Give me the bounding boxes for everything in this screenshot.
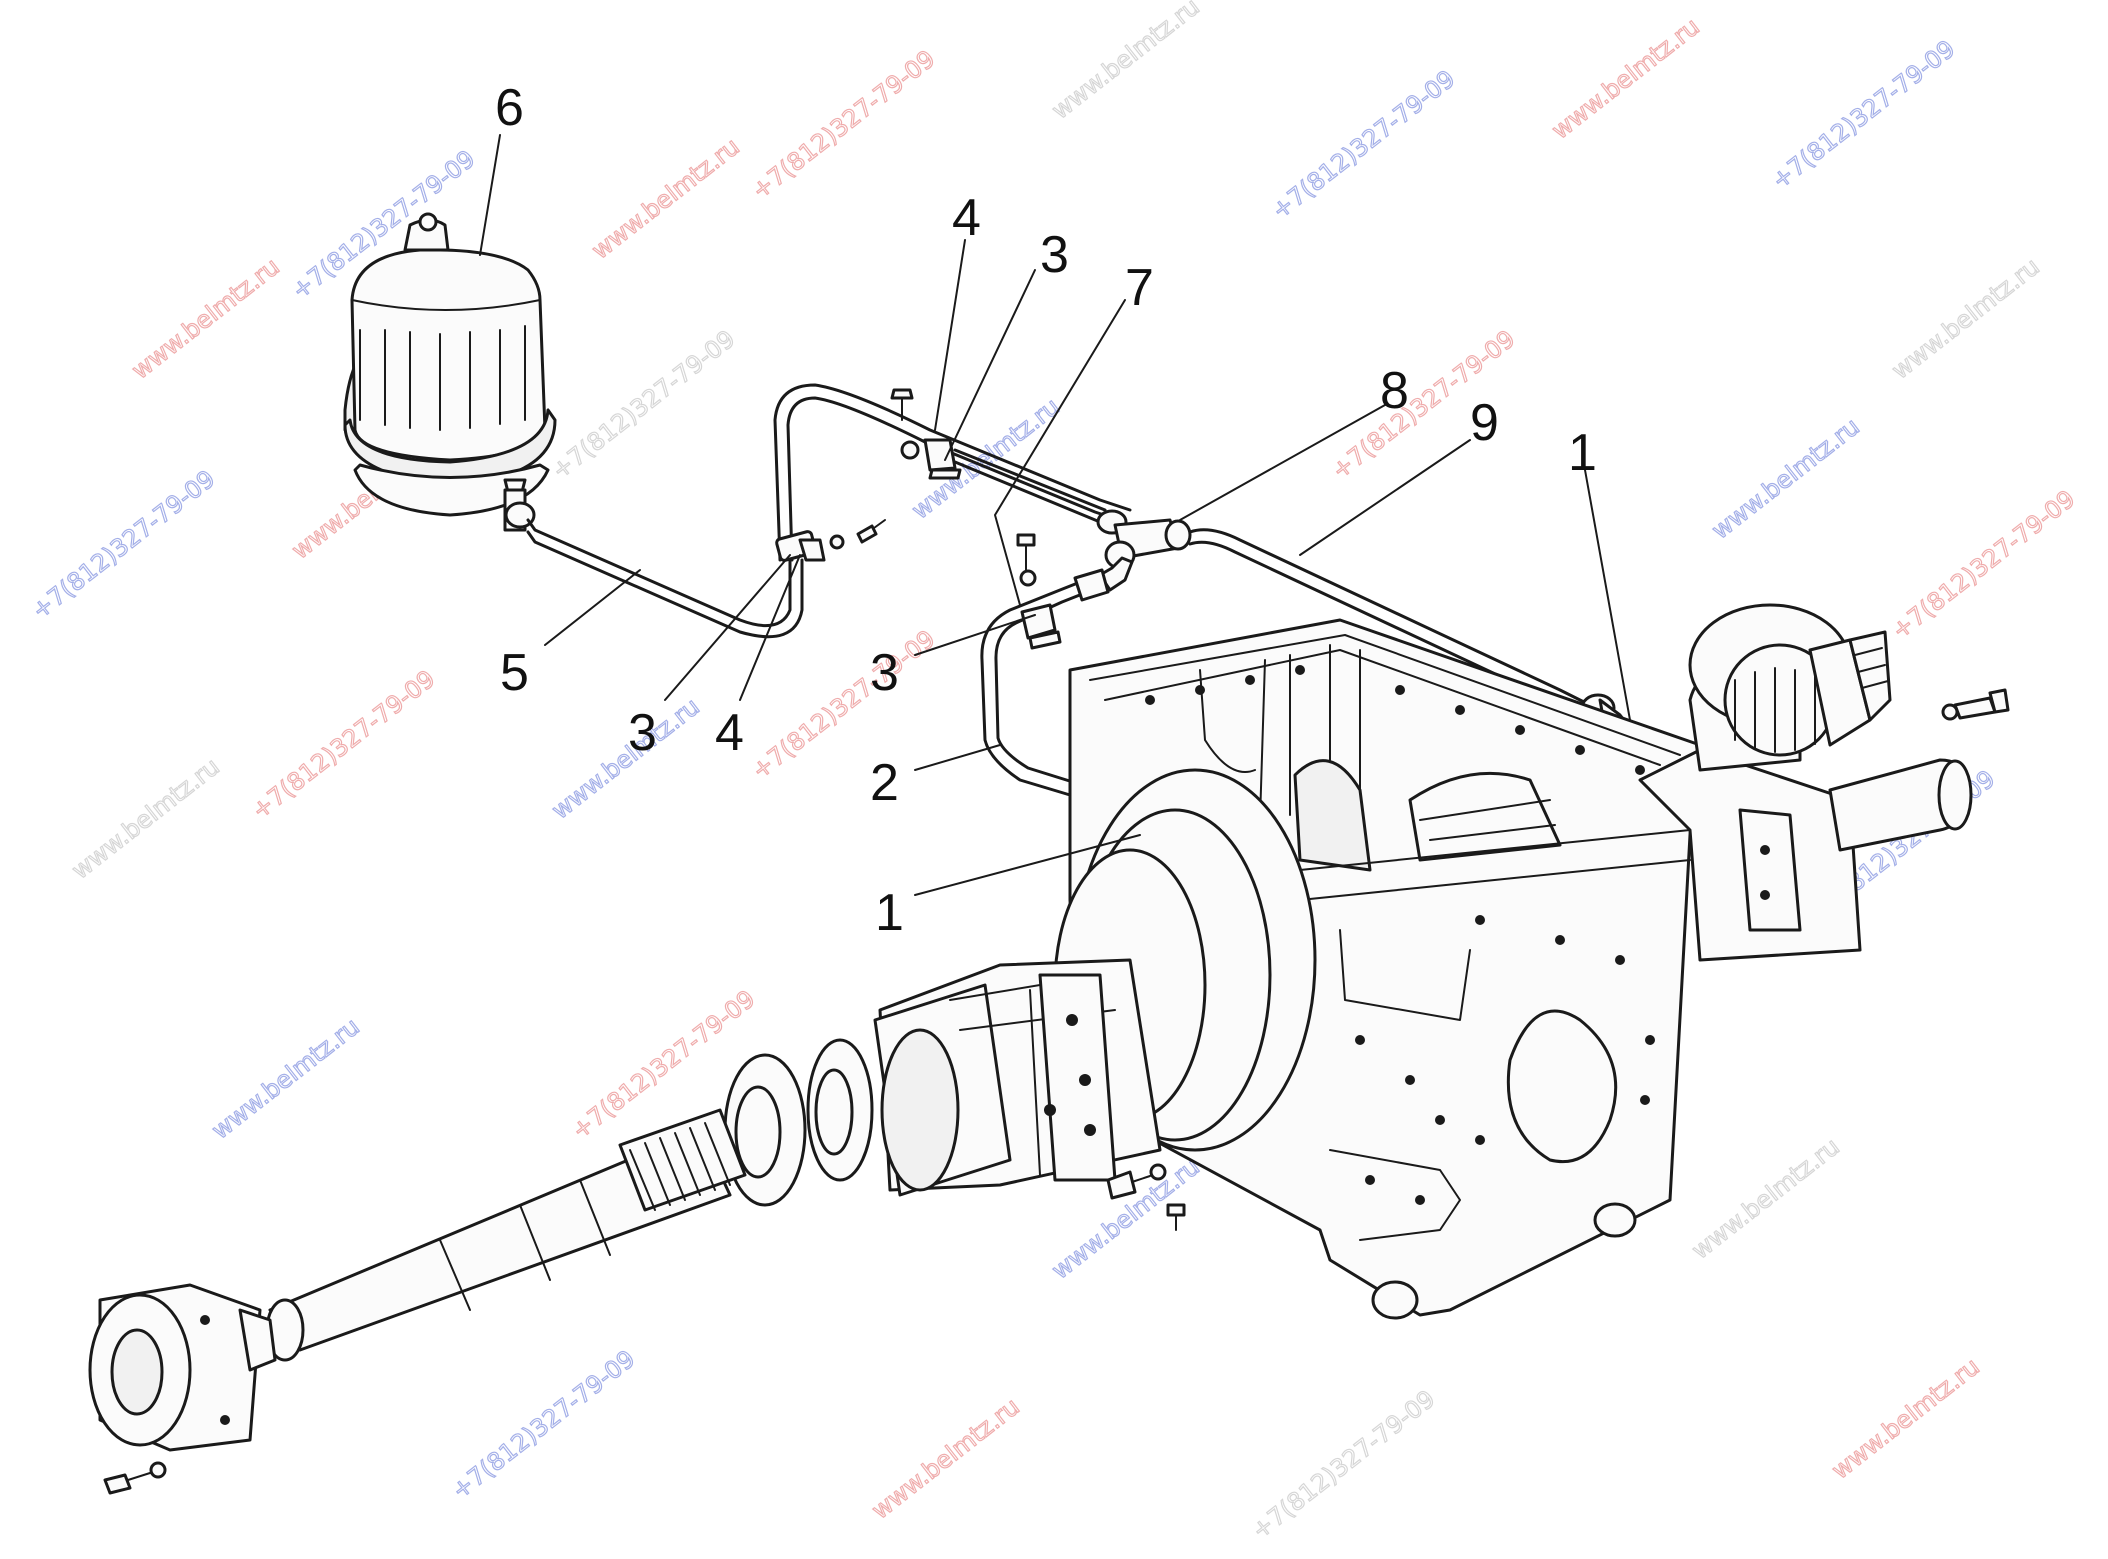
callout-3b: 3 xyxy=(628,704,657,762)
callout-3c: 3 xyxy=(870,644,899,702)
upper-clamp xyxy=(890,388,962,480)
housing-holes xyxy=(1145,665,1655,1205)
leader-lines xyxy=(479,134,1631,896)
front-clutch-assembly xyxy=(873,768,1317,1197)
leader-1a xyxy=(1584,469,1631,721)
leader-5 xyxy=(544,569,641,646)
watermark-site: www.belmtz.ru xyxy=(1686,1132,1844,1264)
front-bolt xyxy=(1106,1163,1186,1231)
leader-8 xyxy=(1179,404,1386,521)
leader-9 xyxy=(1299,439,1471,556)
leader-2 xyxy=(914,744,1001,771)
watermark-site: www.belmtz.ru xyxy=(586,132,744,264)
callout-1a: 1 xyxy=(1568,424,1597,482)
watermark-phone: +7(812)327-79-09 xyxy=(1246,1385,1440,1545)
input-shaft xyxy=(265,1108,747,1362)
watermark-site: www.belmtz.ru xyxy=(1886,252,2044,384)
callout-9: 9 xyxy=(1470,394,1499,452)
leader-6 xyxy=(479,134,501,256)
watermark-site: www.belmtz.ru xyxy=(546,692,704,824)
callout-2: 2 xyxy=(870,754,899,812)
callout-4a: 4 xyxy=(952,189,981,247)
callout-5: 5 xyxy=(500,644,529,702)
rear-pto-unit xyxy=(1638,603,2010,962)
bolt-small-middle xyxy=(1016,533,1037,587)
leader-3a xyxy=(944,269,1036,461)
watermark-phone: +7(812)327-79-09 xyxy=(26,465,220,625)
callout-8: 8 xyxy=(1380,362,1409,420)
watermark-phone: +7(812)327-79-09 xyxy=(446,1345,640,1505)
callout-1b: 1 xyxy=(875,884,904,942)
pipe-5 xyxy=(526,518,804,639)
leader-4a xyxy=(934,239,966,431)
watermark-phone: +7(812)327-79-09 xyxy=(1766,35,1960,195)
watermark-site: www.belmtz.ru xyxy=(66,752,224,884)
callout-4b: 4 xyxy=(715,704,744,762)
centrifugal-filter xyxy=(343,212,557,532)
watermark-site: www.belmtz.ru xyxy=(206,1012,364,1144)
callout-7: 7 xyxy=(1125,259,1154,317)
leader-1b xyxy=(914,834,1141,896)
callout-6: 6 xyxy=(495,79,524,137)
leader-4b xyxy=(739,554,801,701)
watermark-phone: +7(812)327-79-09 xyxy=(746,45,940,205)
callout-3a: 3 xyxy=(1040,226,1069,284)
watermark-site: www.belmtz.ru xyxy=(126,252,284,384)
tee-fitting-8 xyxy=(1098,518,1192,592)
watermark-site: www.belmtz.ru xyxy=(1546,12,1704,144)
leader-3c xyxy=(914,614,1036,656)
leader-3b xyxy=(664,554,791,701)
watermark-phone: +7(812)327-79-09 xyxy=(246,665,440,825)
watermark-site: www.belmtz.ru xyxy=(866,1392,1024,1524)
watermark-site: www.belmtz.ru xyxy=(1826,1352,1984,1484)
front-cover xyxy=(88,1283,277,1495)
watermark-phone: +7(812)327-79-09 xyxy=(746,625,940,785)
watermark-phone: +7(812)327-79-09 xyxy=(1266,65,1460,225)
pipe-upper-loop xyxy=(773,383,1132,562)
watermark-site: www.belmtz.ru xyxy=(1706,412,1864,544)
callout-labels: 6 4 3 7 8 9 1 5 3 4 3 2 1 xyxy=(495,79,1597,942)
watermark-phone: +7(812)327-79-09 xyxy=(1886,485,2080,645)
watermark-site: www.belmtz.ru xyxy=(1046,0,1204,125)
watermark-phone: +7(812)327-79-09 xyxy=(546,325,740,485)
bearing-rings xyxy=(723,1038,874,1207)
leader-7 xyxy=(994,299,1126,606)
